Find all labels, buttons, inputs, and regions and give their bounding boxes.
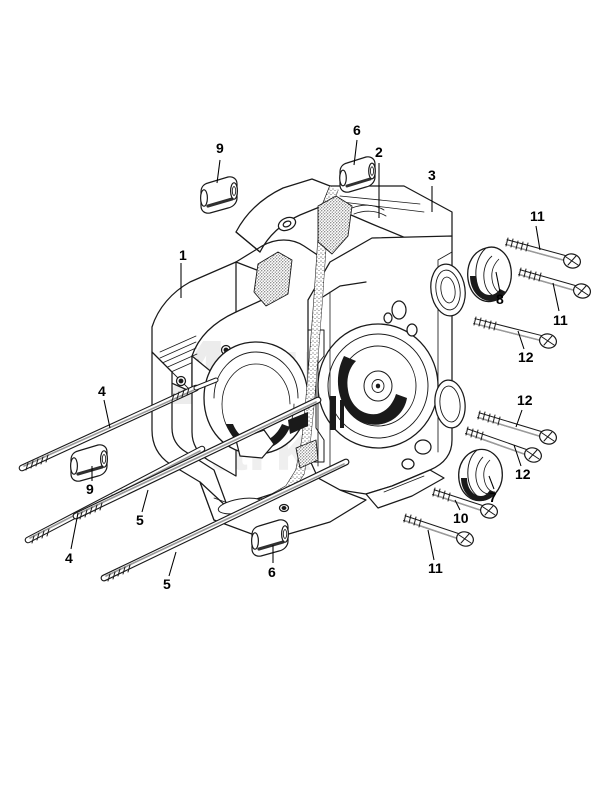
bolts-group <box>403 237 592 547</box>
callout-4-lower: 4 <box>65 550 73 566</box>
leader-12-mid <box>515 409 523 428</box>
callout-11-right: 11 <box>553 312 568 328</box>
cast-texture-mid <box>253 251 293 307</box>
dowel-pin-6-lower <box>251 519 290 557</box>
crankcase-right-half <box>307 185 466 495</box>
leader-lines <box>70 139 560 577</box>
callout-5-mid: 5 <box>136 512 144 528</box>
callout-7: 7 <box>489 489 497 505</box>
dowel-pins-group <box>69 156 376 557</box>
crankcase-assembly <box>151 178 466 541</box>
callout-1: 1 <box>179 247 187 263</box>
stud-4-upper <box>18 384 200 472</box>
stud-4-threads <box>25 387 190 471</box>
bolt-12-mid-threads <box>477 410 501 426</box>
stud-5-lower-threads <box>107 564 131 582</box>
studs-group <box>18 377 350 582</box>
stud-5-lower <box>100 458 350 582</box>
callout-12-lower: 12 <box>515 466 531 482</box>
leader-4-upper <box>103 399 111 429</box>
stud-5-mid <box>72 396 322 520</box>
bolt-11-right <box>518 267 592 299</box>
oil-seals-group <box>458 246 512 502</box>
hole-e <box>401 458 415 470</box>
seal-tower-upper-right <box>430 263 466 317</box>
stud-stub-case <box>193 377 219 391</box>
dowel-pin-9-upper <box>200 176 239 214</box>
bolt-12-mid <box>477 410 557 445</box>
bolt-11-right-threads <box>518 267 542 282</box>
bolt-10 <box>432 487 498 519</box>
hole-d <box>414 439 432 455</box>
callout-10: 10 <box>453 510 469 526</box>
bolt-12-lower <box>465 426 542 463</box>
leader-11-right <box>552 282 560 312</box>
main-bearing-bore-right <box>317 323 439 449</box>
cast-texture-upper <box>317 195 353 255</box>
callout-9-upper: 9 <box>216 140 224 156</box>
callout-9-left: 9 <box>86 481 94 497</box>
leader-12-upper <box>517 330 525 350</box>
callout-11-upper: 11 <box>530 208 545 224</box>
cam-chain-tunnel <box>351 204 387 217</box>
leader-5-mid <box>141 489 149 513</box>
bolt-10-threads <box>432 487 451 502</box>
bolt-11-upper-threads <box>505 237 529 252</box>
leader-7 <box>488 475 495 490</box>
bolt-11-bottom-threads <box>403 513 422 528</box>
top-rail-ribs <box>339 195 425 213</box>
bolt-12-upper <box>473 316 558 349</box>
leader-4-lower <box>70 512 79 550</box>
dowel-pin-9-left <box>69 444 108 482</box>
leader-11-upper <box>535 225 541 251</box>
oil-seal-8 <box>467 246 512 303</box>
callout-2: 2 <box>375 144 383 160</box>
leader-11-bottom <box>427 529 435 561</box>
leader-12-lower <box>513 444 522 467</box>
leader-10 <box>454 499 461 511</box>
hole-c <box>406 323 418 337</box>
seal-tower-lower-right <box>434 379 466 429</box>
callout-6-upper: 6 <box>353 122 361 138</box>
bolt-12-upper-threads <box>473 316 497 331</box>
bolt-12-lower-threads <box>465 426 484 441</box>
bolt-11-bottom <box>403 513 474 547</box>
callout-3: 3 <box>428 167 436 183</box>
callout-4-upper: 4 <box>98 383 106 399</box>
callout-5-lower: 5 <box>163 576 171 592</box>
callout-12-upper: 12 <box>518 349 534 365</box>
callout-11-bottom: 11 <box>428 560 443 576</box>
leader-8 <box>495 271 501 293</box>
leader-5-lower <box>168 551 177 577</box>
bolt-11-upper <box>505 237 582 269</box>
dowel-pin-6-upper <box>339 156 376 193</box>
stud-5-mid-threads <box>79 502 103 520</box>
callout-8: 8 <box>496 291 504 307</box>
oil-seal-7 <box>458 448 503 502</box>
callout-6-lower: 6 <box>268 564 276 580</box>
leader-6-upper <box>353 139 358 166</box>
hole-b <box>383 312 393 324</box>
hole-a <box>391 300 407 320</box>
callout-12-mid: 12 <box>517 392 533 408</box>
leader-9-upper <box>216 159 221 184</box>
